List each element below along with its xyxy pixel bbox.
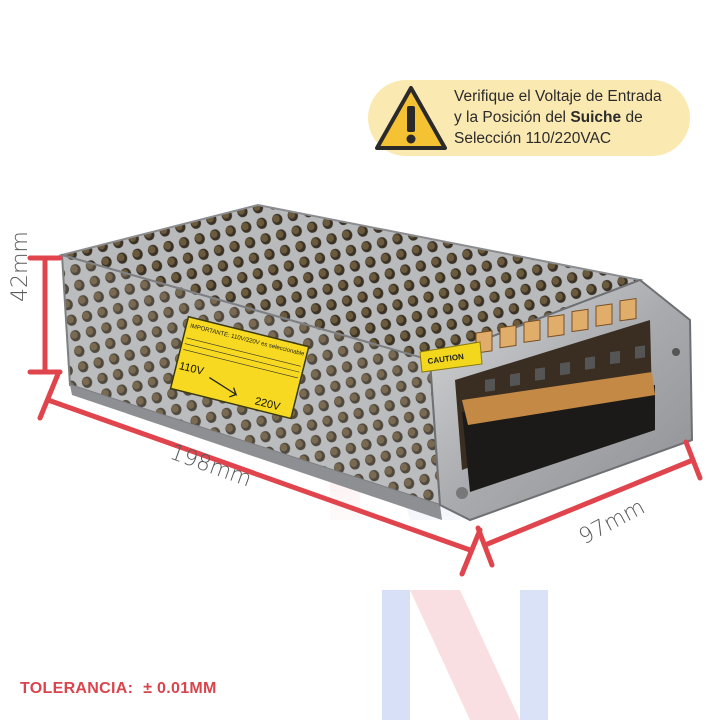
tolerance-label: TOLERANCIA:: [20, 680, 134, 697]
warning-line-2: y la Posición del Suiche de: [454, 107, 690, 128]
length-dimension-line: [45, 397, 473, 553]
height-label: 42mm: [8, 231, 33, 302]
terminal-block: [456, 298, 680, 499]
voltage-sticker: IMPORTANTE: 110V/220V es seleccionable 1…: [169, 315, 310, 420]
dimension-lines: [27, 255, 703, 577]
label-110v: 110V: [178, 360, 206, 378]
warning-triangle-icon: [375, 86, 447, 150]
warning-line-2-bold: Suiche: [570, 109, 622, 126]
tolerance-note: TOLERANCIA: ± 0.01MM: [20, 680, 217, 698]
tolerance-value: ± 0.01MM: [143, 680, 217, 697]
warning-line-1: Verifique el Voltaje de Entrada: [454, 88, 662, 105]
caution-sticker: CAUTION: [419, 341, 483, 373]
width-dimension-line: [482, 457, 696, 548]
warning-line-2-start: y la Posición del: [454, 109, 571, 126]
warning-line-3: Selección 110/220VAC: [454, 130, 612, 147]
warning-line-2-end: de: [621, 109, 643, 126]
warning-text: Verifique el Voltaje de Entrada y la Pos…: [454, 86, 690, 149]
